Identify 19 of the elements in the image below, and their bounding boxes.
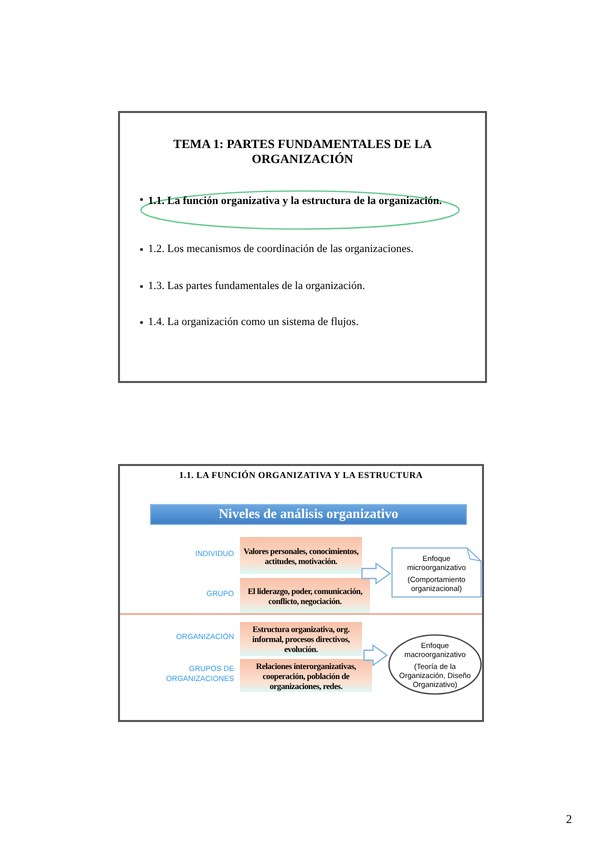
highlight-ellipse	[140, 190, 460, 230]
slide-title: TEMA 1: PARTES FUNDAMENTALES DE LA ORGANIZACIÓN	[172, 137, 433, 167]
title-banner	[150, 504, 467, 525]
banner-title: Niveles de análisis organizativo	[218, 506, 400, 522]
page-number: 2	[566, 812, 572, 827]
level-text-box: Relaciones interorganizativas, cooperación, población de organizaciones, redes.	[240, 659, 372, 692]
note-shape	[391, 547, 482, 598]
approach-ellipse	[388, 634, 482, 695]
slide-title: 1.1. LA FUNCIÓN ORGANIZATIVA Y LA ESTRUCTURA	[178, 470, 424, 480]
block-arrow	[363, 644, 388, 666]
block-arrow	[361, 562, 392, 585]
level-text-box: El liderazgo, poder, comunicación, conflicto, negociación.	[240, 578, 370, 613]
bullet-item: 1.2. Los mecanismos de coordinación de las organizaciones.	[148, 243, 414, 255]
slide-frame	[118, 464, 484, 722]
bullet-item: 1.3. Las partes fundamentales de la organización.	[148, 280, 365, 292]
bullet-item: 1.4. La organización como un sistema de flujos.	[148, 316, 359, 328]
level-text-box: Valores personales, conocimientos, actitudes, motivación.	[240, 537, 362, 574]
level-text-box: Estructura organizativa, org. informal, procesos directivos, evolución.	[240, 622, 362, 656]
slide-frame	[118, 111, 487, 383]
